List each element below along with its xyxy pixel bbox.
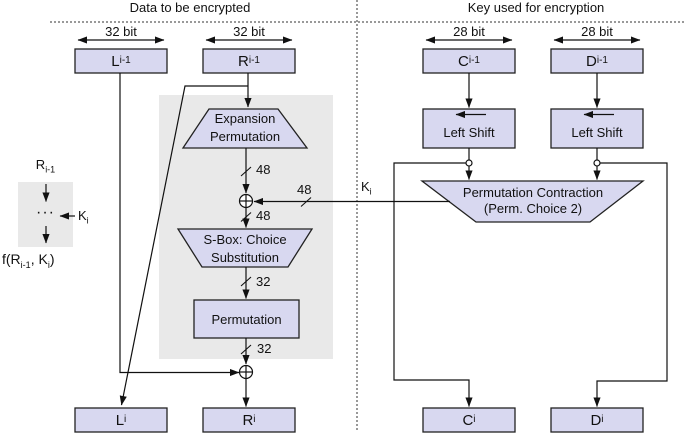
trapezoid-expansion-permutation (181, 108, 309, 149)
wire-label-32-perm: 32 (257, 341, 272, 356)
bit-width-label-r: 32 bit (233, 24, 265, 39)
label-expansion-permutation: Expansion Permutation (183, 110, 307, 146)
box-l-next (74, 407, 168, 433)
register-base: D (590, 411, 602, 429)
label-part: , K (30, 251, 48, 267)
register-base: D (586, 52, 597, 70)
box-d-next (550, 407, 644, 433)
label-line: Substitution (211, 250, 279, 265)
box-r-prev (202, 48, 296, 74)
wire-lprev-to-xor-out (119, 73, 240, 377)
wire-label-48-key: 48 (297, 182, 312, 197)
junction-dot-2 (593, 159, 601, 167)
trapezoid-permutation-contraction (420, 180, 645, 223)
label-part: ) (49, 251, 55, 267)
box-l-prev (74, 48, 168, 74)
legend-output-label: f(Ri-1, Ki) (2, 251, 55, 269)
box-d-prev (550, 48, 644, 74)
bus-slash-48-in (240, 166, 252, 177)
label-part: f(R (2, 251, 21, 267)
wire-label-48-out: 48 (256, 208, 271, 223)
box-left-shift-2 (550, 108, 644, 149)
bus-slash-32-perm (240, 344, 252, 355)
label-sub: i (86, 215, 89, 226)
label-permutation-contraction: Permutation Contraction (Perm. Choice 2) (424, 185, 642, 216)
label-left-shift-2: Left Shift (571, 125, 623, 140)
section-title-key: Key used for encryption (467, 0, 605, 15)
xor-key-icon (238, 193, 254, 209)
label-permutation: Permutation (211, 311, 282, 327)
label-line: (Perm. Choice 2) (483, 200, 583, 216)
label-sub: i-1 (45, 164, 56, 175)
register-base: R (242, 411, 254, 429)
wire-rprev-to-lnext (119, 85, 248, 406)
junction-dot-1 (465, 159, 473, 167)
label-sub: i (369, 186, 372, 197)
box-c-next (422, 407, 516, 433)
box-r-next (202, 407, 296, 433)
bit-width-label-d: 28 bit (581, 24, 613, 39)
label-line: S-Box: Choice (203, 232, 287, 247)
trapezoid-sbox (176, 228, 314, 268)
register-base: L (115, 411, 125, 429)
wire-loop-to-dnext (593, 162, 668, 407)
label-left-shift-1: Left Shift (443, 125, 495, 140)
xor-output-icon (238, 364, 254, 380)
label-sub: i (47, 259, 50, 270)
register-base: L (111, 52, 120, 70)
box-left-shift-1 (422, 108, 516, 149)
bit-width-label-c: 28 bit (453, 24, 485, 39)
label-line: Permutation (209, 129, 281, 144)
bus-slash-48-key (300, 197, 312, 207)
register-base: C (462, 411, 474, 429)
label-sbox: S-Box: Choice Substitution (178, 231, 312, 267)
label-line: Permutation Contraction (462, 185, 604, 200)
label-base: R (35, 157, 46, 172)
wire-label-32-sbox: 32 (256, 274, 271, 289)
legend-function-dots: ··· (36, 204, 55, 221)
label-base: K (361, 179, 370, 194)
legend-key-label: Ki (78, 208, 89, 226)
legend-input-label: Ri-1 (18, 157, 73, 175)
bus-slash-32-sbox (240, 276, 252, 287)
register-base: C (458, 52, 469, 70)
wire-label-subkey: Ki (361, 179, 372, 197)
section-title-data: Data to be encrypted (129, 0, 251, 15)
wire-label-48-in: 48 (256, 162, 271, 177)
bus-slash-48-out (240, 212, 252, 222)
register-base: R (238, 52, 249, 70)
bit-width-label-l: 32 bit (105, 24, 137, 39)
label-line: Expansion (214, 111, 276, 126)
box-permutation (193, 299, 300, 339)
wire-loop-to-cnext (393, 162, 473, 407)
label-base: K (78, 208, 87, 223)
label-sub: i-1 (20, 259, 31, 270)
